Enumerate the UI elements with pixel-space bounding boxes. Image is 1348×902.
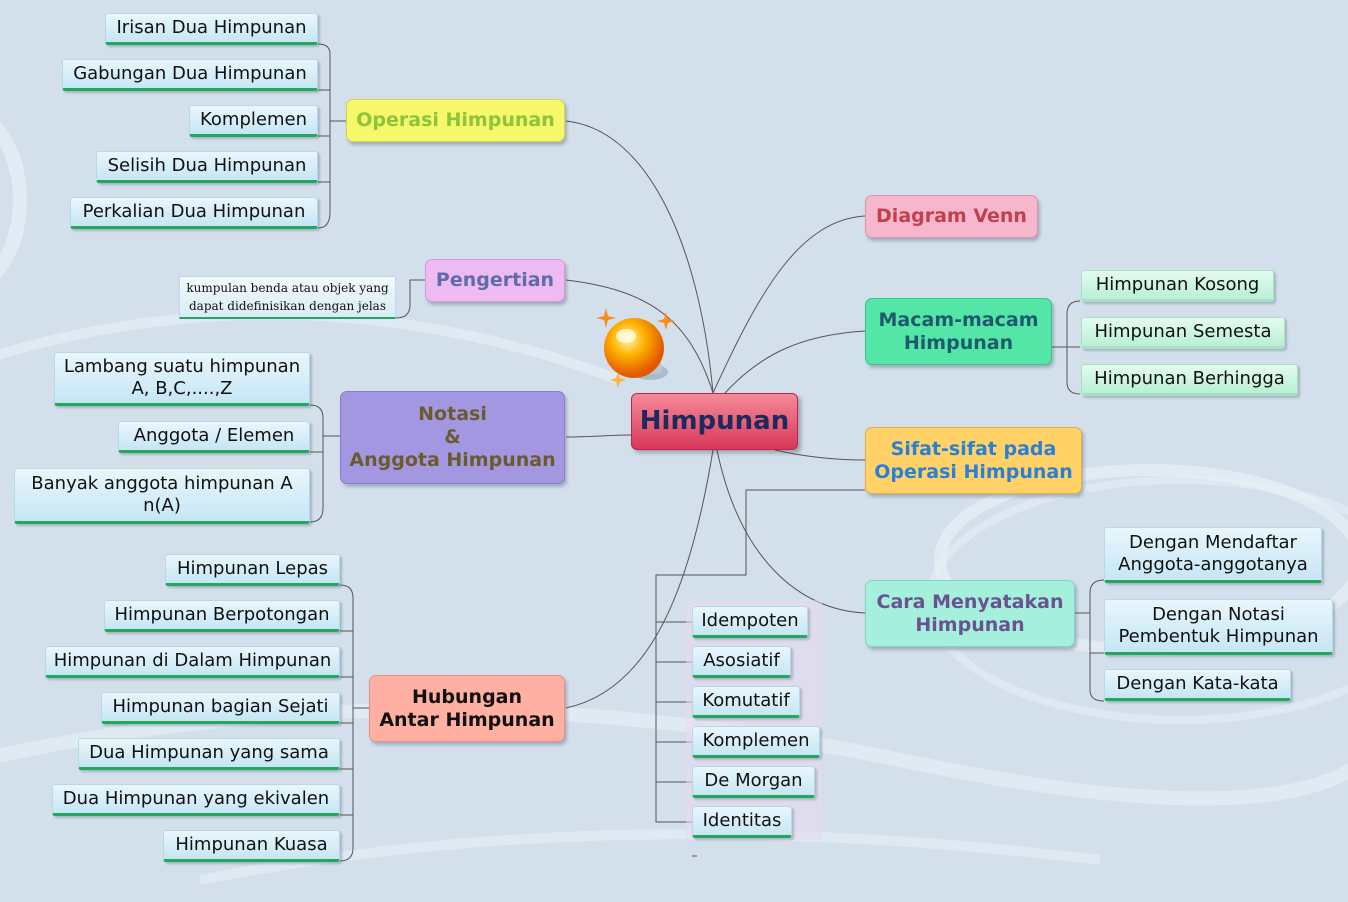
leaf-kata-kata[interactable]: Dengan Kata-kata	[1104, 669, 1291, 701]
leaf-idempoten[interactable]: Idempoten	[692, 606, 808, 638]
lightbulb-icon	[596, 308, 675, 388]
note-pengertian: kumpulan benda atau objek yang dapat did…	[179, 276, 396, 319]
leaf-lambang[interactable]: Lambang suatu himpunan A, B,C,....,Z	[54, 352, 310, 406]
topic-cara[interactable]: Cara Menyatakan Himpunan	[865, 580, 1075, 647]
leaf-mendaftar[interactable]: Dengan Mendaftar Anggota-anggotanya	[1104, 527, 1322, 583]
topic-macam[interactable]: Macam-macam Himpunan	[865, 298, 1052, 365]
leaf-perkalian[interactable]: Perkalian Dua Himpunan	[70, 197, 318, 229]
link-notasi	[565, 434, 633, 438]
leaf-identitas[interactable]: Identitas	[692, 806, 792, 838]
leaf-kuasa[interactable]: Himpunan Kuasa	[163, 830, 340, 862]
leaf-gabungan[interactable]: Gabungan Dua Himpunan	[62, 59, 318, 91]
leaf-irisan[interactable]: Irisan Dua Himpunan	[105, 13, 318, 45]
link-sifat	[774, 449, 866, 461]
topic-sifat[interactable]: Sifat-sifat pada Operasi Himpunan	[865, 427, 1082, 494]
link-diagram	[712, 215, 866, 394]
topic-diagram-venn[interactable]: Diagram Venn	[865, 195, 1038, 238]
leaf-berhingga[interactable]: Himpunan Berhingga	[1081, 364, 1298, 396]
link-hubungan	[565, 449, 714, 709]
topic-operasi[interactable]: Operasi Himpunan	[346, 99, 565, 142]
leaf-semesta[interactable]: Himpunan Semesta	[1081, 317, 1285, 349]
link-pengertian	[565, 279, 714, 394]
link-cara	[716, 449, 866, 614]
link-operasi	[565, 120, 714, 394]
sifat-panel	[686, 600, 822, 840]
leaf-de-morgan[interactable]: De Morgan	[692, 766, 815, 798]
leaf-komplemen[interactable]: Komplemen	[189, 105, 318, 137]
leaf-sama[interactable]: Dua Himpunan yang sama	[78, 738, 340, 770]
leaf-notasi-pembentuk[interactable]: Dengan Notasi Pembentuk Himpunan	[1104, 599, 1333, 655]
topic-notasi[interactable]: Notasi & Anggota Himpunan	[340, 391, 565, 484]
topic-pengertian[interactable]: Pengertian	[425, 259, 565, 302]
central-topic[interactable]: Himpunan	[631, 393, 798, 450]
topic-hubungan[interactable]: Hubungan Antar Himpunan	[369, 675, 565, 742]
leaf-ekivalen[interactable]: Dua Himpunan yang ekivalen	[52, 784, 340, 816]
leaf-lepas[interactable]: Himpunan Lepas	[165, 554, 340, 586]
leaf-berpotongan[interactable]: Himpunan Berpotongan	[104, 600, 340, 632]
leaf-asosiatif[interactable]: Asosiatif	[692, 646, 791, 678]
leaf-di-dalam[interactable]: Himpunan di Dalam Himpunan	[45, 646, 340, 678]
link-macam	[724, 330, 866, 394]
leaf-bagian-sejati[interactable]: Himpunan bagian Sejati	[101, 692, 340, 724]
leaf-kosong[interactable]: Himpunan Kosong	[1081, 270, 1274, 302]
leaf-komplemen-sifat[interactable]: Komplemen	[692, 726, 820, 758]
leaf-selisih[interactable]: Selisih Dua Himpunan	[96, 151, 318, 183]
leaf-anggota[interactable]: Anggota / Elemen	[118, 421, 310, 453]
leaf-komutatif[interactable]: Komutatif	[692, 686, 800, 718]
leaf-banyak-anggota[interactable]: Banyak anggota himpunan A n(A)	[14, 468, 310, 524]
